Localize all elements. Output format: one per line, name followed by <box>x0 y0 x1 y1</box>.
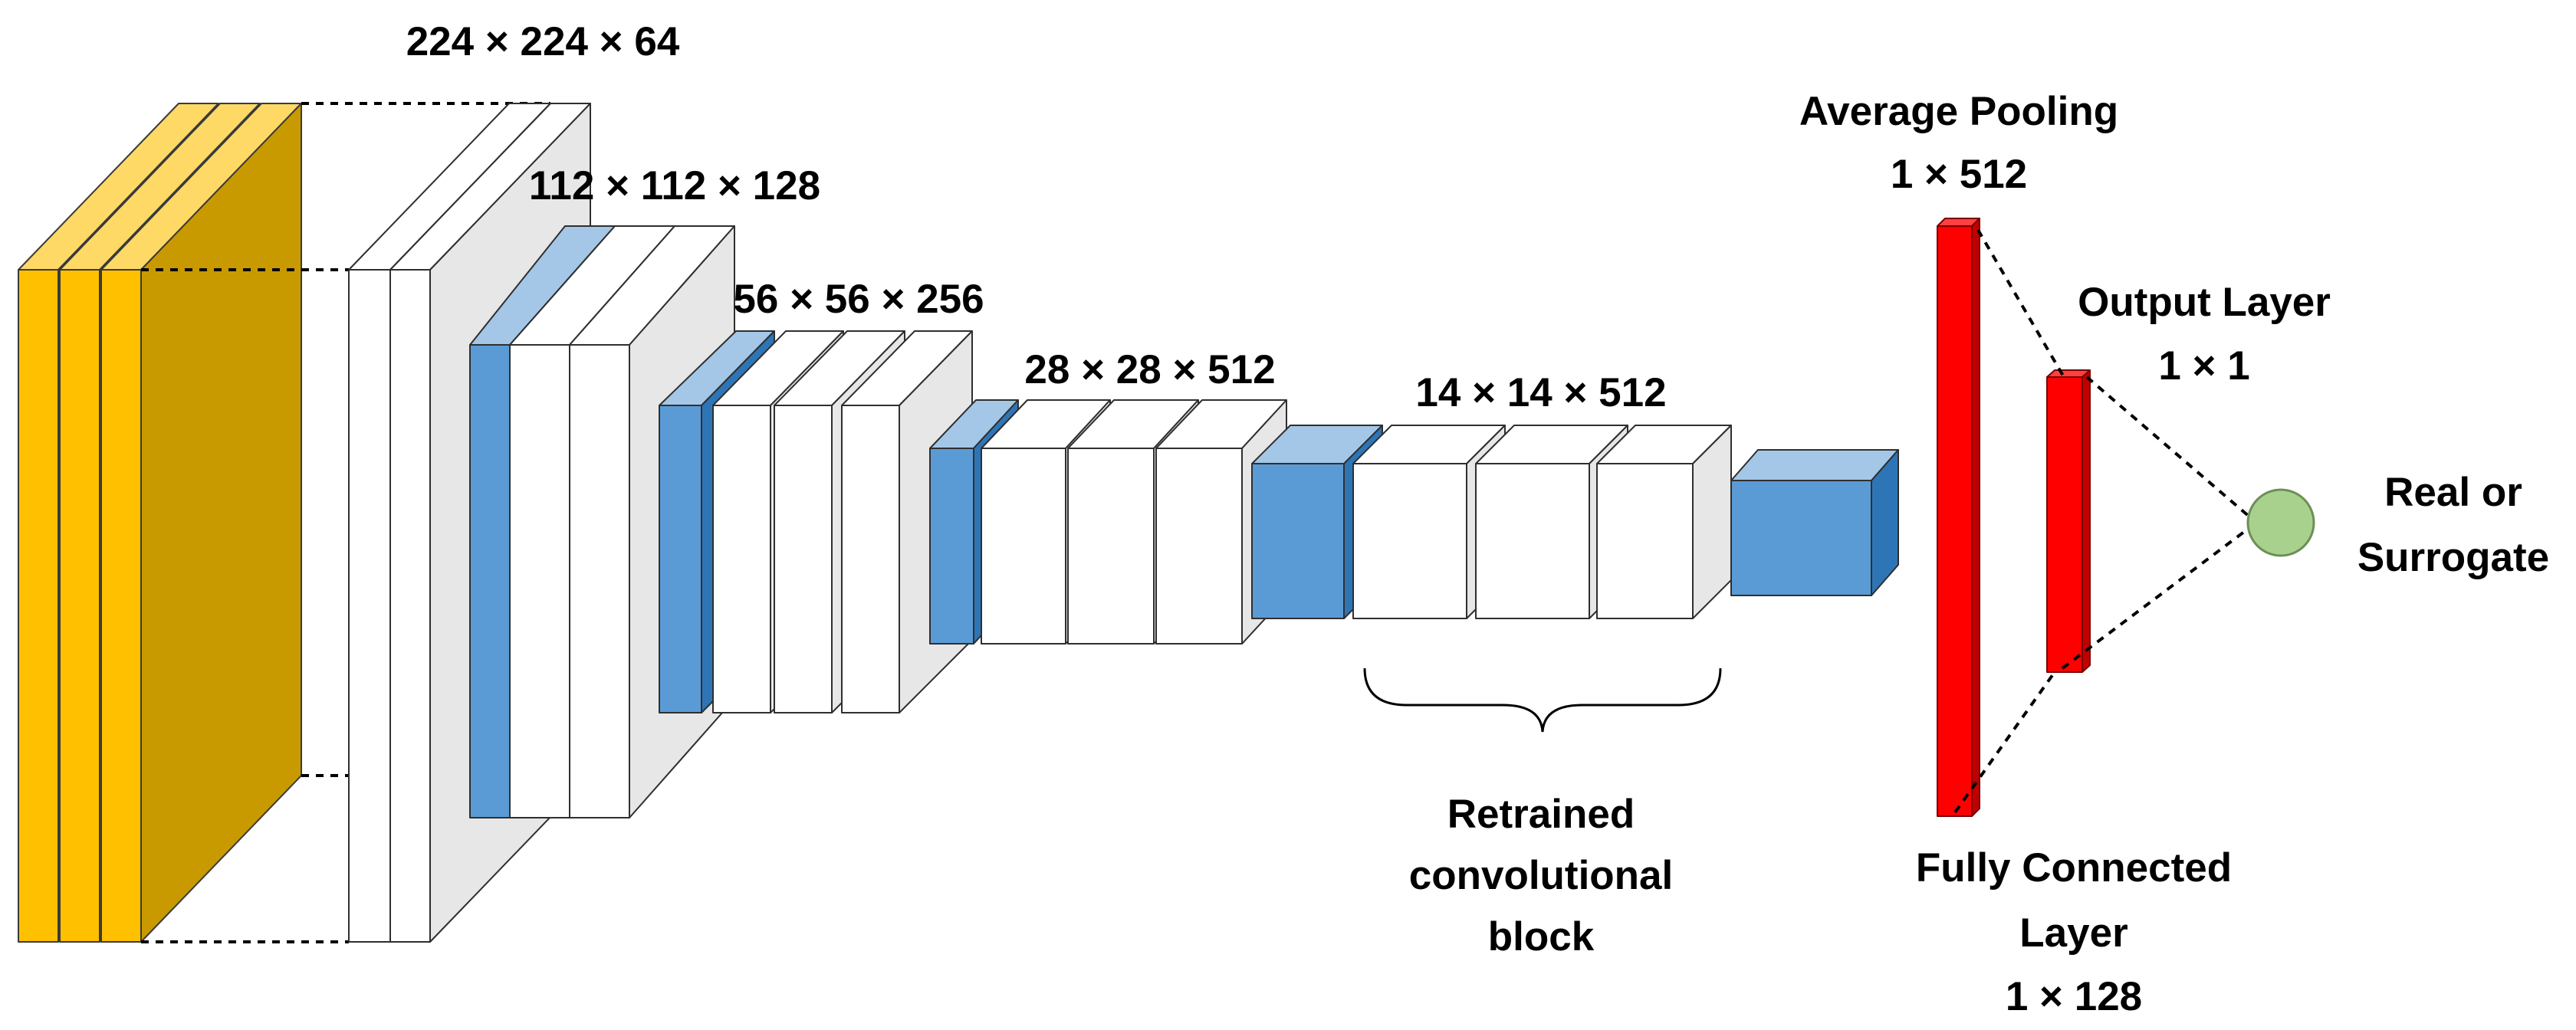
output-layer-label-line1: Output Layer <box>2078 280 2331 325</box>
fully-connected-layer <box>2046 369 2091 673</box>
block3-dims-label: 56 × 56 × 256 <box>733 277 984 322</box>
average-pooling-layer <box>1937 218 1980 817</box>
conv-block-4 <box>929 399 1287 645</box>
fc-label-line3: 1 × 128 <box>2006 974 2142 1019</box>
conv-block-5 <box>1251 425 1899 619</box>
output-layer-label-line2: 1 × 1 <box>2158 343 2249 389</box>
input-block <box>18 103 302 943</box>
block2-dims-label: 112 × 112 × 128 <box>529 163 820 208</box>
retrained-label-line1: Retrained <box>1447 792 1635 837</box>
conv5-slab-3 <box>1596 425 1732 619</box>
conv-block-3 <box>659 330 973 713</box>
result-label-line1: Real or <box>2384 470 2522 515</box>
dense-connection-lines <box>1953 228 2252 814</box>
input-slab-3 <box>100 103 302 943</box>
block5-dims-label: 14 × 14 × 512 <box>1415 370 1666 415</box>
result-label-line2: Surrogate <box>2358 535 2549 580</box>
block4-dims-label: 28 × 28 × 512 <box>1024 347 1275 392</box>
fc-label-line1: Fully Connected <box>1916 845 2232 891</box>
output-node <box>2246 488 2315 557</box>
retrained-block-brace <box>1363 668 1722 733</box>
retrained-label-line3: block <box>1488 914 1595 959</box>
input-dims-label: 224 × 224 × 64 <box>406 19 680 64</box>
avgpool-label-line1: Average Pooling <box>1799 89 2118 134</box>
avgpool-label-line2: 1 × 512 <box>1891 152 2027 197</box>
retrained-label-line2: convolutional <box>1409 853 1674 898</box>
fc-label-line2: Layer <box>2019 910 2128 956</box>
pool-layer-5 <box>1730 449 1899 596</box>
